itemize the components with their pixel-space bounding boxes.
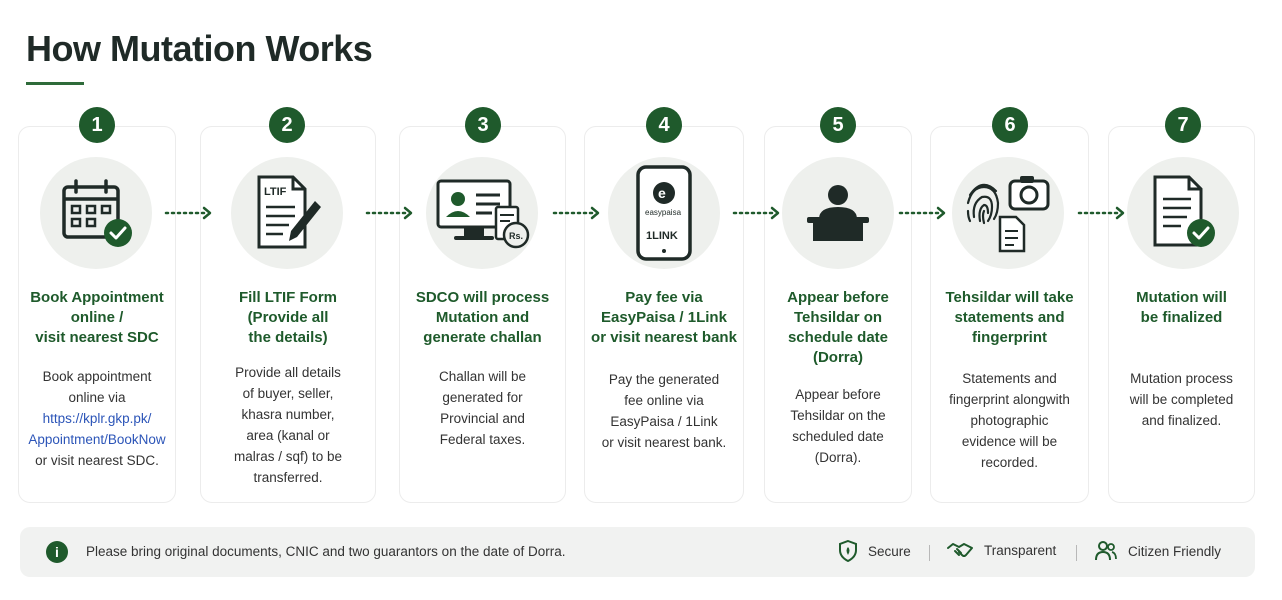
- arrow-right-icon: [552, 206, 600, 220]
- step-heading: Pay fee via EasyPaisa / 1Link or visit n…: [591, 289, 737, 346]
- tehsildar-desk-icon: [782, 157, 894, 269]
- step-description: Book appointment online via https://kplr…: [18, 366, 176, 471]
- step-number-badge: 1: [79, 107, 115, 143]
- step-heading: Fill LTIF Form (Provide all the details): [238, 289, 338, 346]
- step-description: Provide all details of buyer, seller, kh…: [233, 365, 343, 485]
- step-heading: SDCO will process Mutation and generate …: [415, 289, 550, 346]
- badge-transparent: Transparent: [946, 540, 1056, 560]
- handshake-icon: [947, 543, 973, 557]
- step-description: Statements and fingerprint alongwith pho…: [949, 371, 1070, 470]
- info-icon: i: [46, 541, 68, 563]
- easypaisa-label: easypaisa: [645, 208, 682, 217]
- onelink-label: 1LINK: [646, 230, 678, 242]
- badge-label: Transparent: [984, 542, 1057, 558]
- info-note: Please bring original documents, CNIC an…: [86, 544, 566, 559]
- step-heading: Book Appointment online / visit nearest …: [30, 289, 164, 346]
- step-heading: Tehsildar will take statements and finge…: [945, 289, 1074, 346]
- badge-label: Citizen Friendly: [1128, 543, 1222, 559]
- badge-citizen-friendly: Citizen Friendly: [1094, 540, 1221, 562]
- badge-divider: [929, 545, 930, 561]
- appointment-link[interactable]: https://kplr.gkp.pk/: [42, 411, 152, 426]
- step-description: Mutation process will be completed and f…: [1129, 371, 1234, 428]
- step-number-badge: 3: [465, 107, 501, 143]
- step-heading: Mutation will be finalized: [1136, 289, 1227, 326]
- step-number-badge: 2: [269, 107, 305, 143]
- step-description: Appear before Tehsildar on the scheduled…: [790, 387, 886, 465]
- shield-icon: [839, 540, 857, 562]
- form-pen-icon: LTIF: [231, 157, 343, 269]
- fingerprint-camera-icon: [952, 157, 1064, 269]
- document-check-icon: [1127, 157, 1239, 269]
- calendar-check-icon: [40, 157, 152, 269]
- arrow-right-icon: [365, 206, 413, 220]
- arrow-right-icon: [732, 206, 780, 220]
- step-number-badge: 5: [820, 107, 856, 143]
- step-number-badge: 6: [992, 107, 1028, 143]
- step-heading: Appear before Tehsildar on schedule date…: [787, 289, 889, 366]
- arrow-right-icon: [898, 206, 946, 220]
- page-title: How Mutation Works: [26, 28, 373, 69]
- step-description: Pay the generated fee online via EasyPai…: [601, 372, 727, 450]
- monitor-challan-icon: Rs.: [426, 157, 538, 269]
- rupee-label: Rs.: [509, 231, 523, 241]
- badge-label: Secure: [868, 543, 911, 559]
- svg-text:e: e: [658, 185, 666, 201]
- step-number-badge: 7: [1165, 107, 1201, 143]
- arrow-right-icon: [164, 206, 212, 220]
- info-bar: [20, 527, 1255, 577]
- badge-secure: Secure: [838, 540, 911, 562]
- people-icon: [1095, 541, 1117, 561]
- arrow-right-icon: [1077, 206, 1125, 220]
- step-description: Challan will be generated for Provincial…: [438, 369, 527, 447]
- mobile-payment-icon: e easypaisa 1LINK: [608, 157, 720, 269]
- appointment-link[interactable]: Appointment/BookNow: [28, 432, 166, 447]
- title-underline: [26, 82, 84, 85]
- badge-divider: [1076, 545, 1077, 561]
- step-number-badge: 4: [646, 107, 682, 143]
- ltif-label: LTIF: [264, 186, 287, 198]
